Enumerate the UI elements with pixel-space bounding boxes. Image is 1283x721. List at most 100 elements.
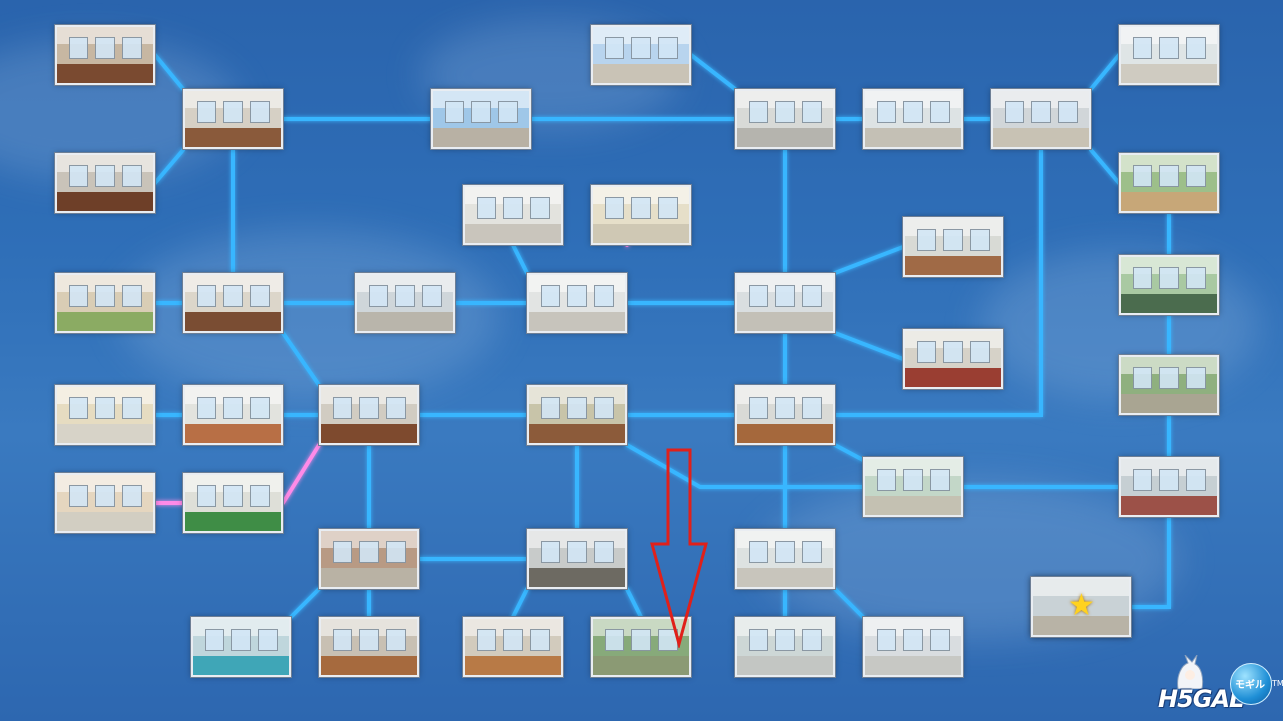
location-node-changing-room[interactable] xyxy=(54,472,156,534)
tatami-room-scene xyxy=(57,275,153,331)
location-node-hallway-bright[interactable] xyxy=(862,88,964,150)
location-node-long-corridor[interactable] xyxy=(734,272,836,334)
rooftop-scene xyxy=(593,27,689,83)
location-node-corridor-windows[interactable] xyxy=(354,272,456,334)
location-node-lab[interactable] xyxy=(902,328,1004,390)
location-node-school-gate[interactable] xyxy=(862,456,964,518)
location-node-mens-restroom[interactable] xyxy=(462,184,564,246)
location-node-rooftop-corridor[interactable] xyxy=(430,88,532,150)
location-node-pool[interactable] xyxy=(190,616,292,678)
special-path-link xyxy=(281,443,321,505)
path-link xyxy=(689,53,737,91)
location-node-tennis-court[interactable] xyxy=(1118,254,1220,316)
path-link xyxy=(281,331,321,387)
restroom-stalls-scene xyxy=(593,187,689,243)
location-node-athletic-field[interactable] xyxy=(1118,152,1220,214)
path-link xyxy=(511,587,529,619)
stairs-scene xyxy=(185,91,281,147)
location-node-shoe-lockers[interactable] xyxy=(734,384,836,446)
location-node-building-exterior[interactable] xyxy=(990,88,1092,150)
location-node-corridor-lower[interactable] xyxy=(734,528,836,590)
club-room-scene xyxy=(57,27,153,83)
location-node-lockers-green[interactable] xyxy=(182,472,284,534)
location-node-hall-wood[interactable] xyxy=(318,384,420,446)
mascot-icon xyxy=(1177,655,1204,689)
location-node-tree-road[interactable] xyxy=(1118,354,1220,416)
location-node-stairs-left[interactable] xyxy=(182,272,284,334)
cafeteria-scene xyxy=(1121,27,1217,83)
location-node-covered-entrance[interactable] xyxy=(318,528,420,590)
path-link xyxy=(1089,53,1121,91)
location-node-restroom-stalls[interactable] xyxy=(590,184,692,246)
location-node-rooftop[interactable] xyxy=(590,24,692,86)
path-link xyxy=(833,331,905,361)
path-link xyxy=(153,148,185,185)
science-lab-scene xyxy=(905,331,1001,387)
corridor-scene xyxy=(737,531,833,587)
street-scene xyxy=(1121,459,1217,515)
location-node-stairs-upper-left[interactable] xyxy=(182,88,284,150)
backyard-scene xyxy=(593,619,689,675)
down-arrow-icon xyxy=(650,448,708,648)
location-node-classroom-3[interactable] xyxy=(902,216,1004,278)
location-node-gym-hall[interactable] xyxy=(318,616,420,678)
location-node-science-room[interactable] xyxy=(734,616,836,678)
gymnasium-scene xyxy=(465,619,561,675)
wooden-hall-scene xyxy=(321,387,417,443)
path-link xyxy=(1089,148,1121,185)
swimming-pool-scene xyxy=(193,619,289,675)
green-locker-room-scene xyxy=(185,475,281,531)
path-link xyxy=(153,53,185,91)
path-link xyxy=(1129,515,1171,609)
logo-text: H5GAL xyxy=(1158,685,1244,713)
path-link xyxy=(833,587,865,619)
long-corridor-scene xyxy=(737,275,833,331)
entrance-hall-scene xyxy=(321,531,417,587)
corridor-window-scene xyxy=(357,275,453,331)
location-node-infirmary[interactable] xyxy=(862,616,964,678)
location-node-lockers[interactable] xyxy=(182,384,284,446)
location-node-back-alley[interactable] xyxy=(526,528,628,590)
location-node-library[interactable] xyxy=(526,384,628,446)
shopping-street-scene xyxy=(1033,579,1129,635)
location-node-cafeteria[interactable] xyxy=(1118,24,1220,86)
path-link xyxy=(833,148,1043,417)
location-node-backyard-wall[interactable] xyxy=(590,616,692,678)
classroom-scene xyxy=(905,219,1001,275)
stairwell-scene xyxy=(737,91,833,147)
location-node-restroom-entrance[interactable] xyxy=(526,272,628,334)
trademark: TM xyxy=(1272,679,1283,688)
location-node-japanese-room[interactable] xyxy=(54,272,156,334)
locker-room-scene xyxy=(185,387,281,443)
location-node-top-left-club[interactable] xyxy=(54,24,156,86)
path-link xyxy=(625,443,865,489)
current-location-node[interactable]: ★ xyxy=(1030,576,1132,638)
path-link xyxy=(289,587,321,619)
location-node-stairs-center[interactable] xyxy=(734,88,836,150)
back-alley-scene xyxy=(529,531,625,587)
shoe-locker-scene xyxy=(737,387,833,443)
path-link xyxy=(625,587,643,619)
path-link xyxy=(833,443,865,462)
classroom-scene xyxy=(57,155,153,211)
sports-field-scene xyxy=(1121,155,1217,211)
restroom-entrance-scene xyxy=(529,275,625,331)
path-link xyxy=(833,245,905,275)
shower-scene xyxy=(57,387,153,443)
exterior-walkway-scene xyxy=(433,91,529,147)
infirmary-scene xyxy=(865,619,961,675)
h5gal-logo: H5GAL モギル TM xyxy=(1150,655,1283,717)
path-link xyxy=(511,243,529,275)
changing-room-scene xyxy=(57,475,153,531)
gym-hall-scene xyxy=(321,619,417,675)
location-node-lecture-room[interactable] xyxy=(54,152,156,214)
tree-lined-road-scene xyxy=(1121,357,1217,413)
library-scene xyxy=(529,387,625,443)
location-node-street[interactable] xyxy=(1118,456,1220,518)
tennis-court-scene xyxy=(1121,257,1217,313)
restroom-scene xyxy=(465,187,561,243)
location-node-gymnasium[interactable] xyxy=(462,616,564,678)
star-icon: ★ xyxy=(1068,588,1095,623)
location-node-shower-room[interactable] xyxy=(54,384,156,446)
